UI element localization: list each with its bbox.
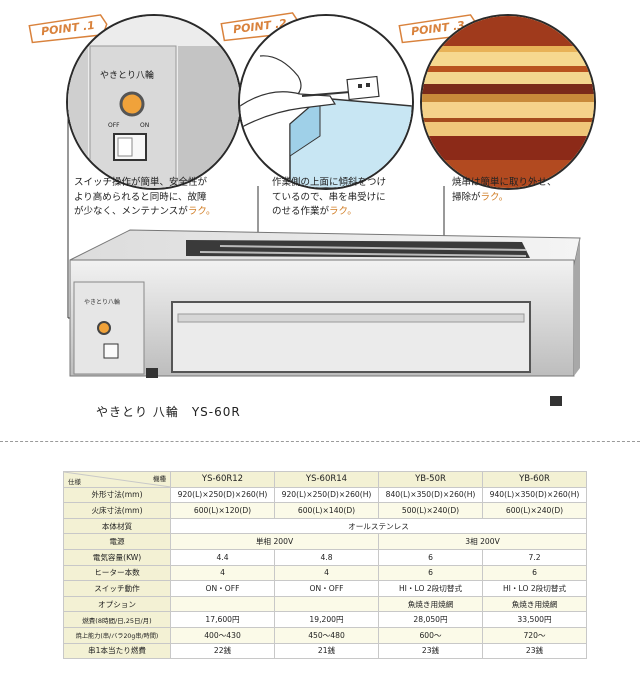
model-ys-60r14: YS-60R14 [274, 471, 379, 488]
model-yb-50r: YB-50R [378, 471, 483, 488]
point-1-description: スイッチ操作が簡単、安全性が より高められると同時に、故障 が少なく、メンテナン… [74, 177, 216, 217]
table-row: 電源 単相 200V 3相 200V [63, 533, 587, 550]
spec-corner: 機種 仕様 [63, 471, 171, 488]
section-divider [0, 441, 640, 442]
table-row: 燃費(8時間/日,25日/月) 17,600円 19,200円 28,050円 … [63, 611, 587, 628]
table-row: 火床寸法(mm) 600(L)×120(D) 600(L)×140(D) 500… [63, 502, 587, 519]
table-row: オプション 魚焼き用焼網 魚焼き用焼網 [63, 595, 587, 613]
point-2-description: 作業側の上面に傾斜をつけ ているので、串を串受けに のせる作業がラク。 [272, 177, 387, 217]
panel-off-label: OFF [108, 122, 120, 129]
svg-text:やきとり八輪: やきとり八輪 [84, 298, 120, 306]
spec-table: 機種 仕様 YS-60R12 YS-60R14 YB-50R YB-60R 外形… [63, 471, 587, 660]
table-row: 焼上能力(串/バラ20g串/時間) 400〜430 450〜480 600〜 7… [63, 626, 587, 644]
table-row: 本体材質 オールステンレス [63, 517, 587, 535]
point-3-description: 焼串は簡単に取り外せ、 掃除がラク。 [452, 177, 557, 203]
table-row: 外形寸法(mm) 920(L)×250(D)×260(H) 920(L)×250… [63, 486, 587, 504]
table-row: 電気容量(KW) 4.4 4.8 6 7.2 [63, 548, 587, 566]
table-row: ヒーター本数 4 4 6 6 [63, 564, 587, 582]
table-row: スイッチ動作 ON・OFF ON・OFF HI・LO 2段切替式 HI・LO 2… [63, 580, 587, 597]
model-ys-60r12: YS-60R12 [170, 471, 275, 488]
product-caption: やきとり 八輪 YS-60R [96, 405, 241, 419]
model-yb-60r: YB-60R [482, 471, 587, 488]
point-2-zoom-image [238, 14, 414, 190]
panel-on-label: ON [140, 122, 150, 129]
table-row: 串1本当たり燃費 22銭 21銭 23銭 23銭 [63, 642, 587, 660]
spec-header-row: 機種 仕様 YS-60R12 YS-60R14 YB-50R YB-60R [63, 471, 587, 488]
point-3-zoom-image [420, 14, 596, 190]
panel-brand: やきとり八輪 [100, 71, 155, 81]
product-image: やきとり八輪 [69, 229, 581, 406]
